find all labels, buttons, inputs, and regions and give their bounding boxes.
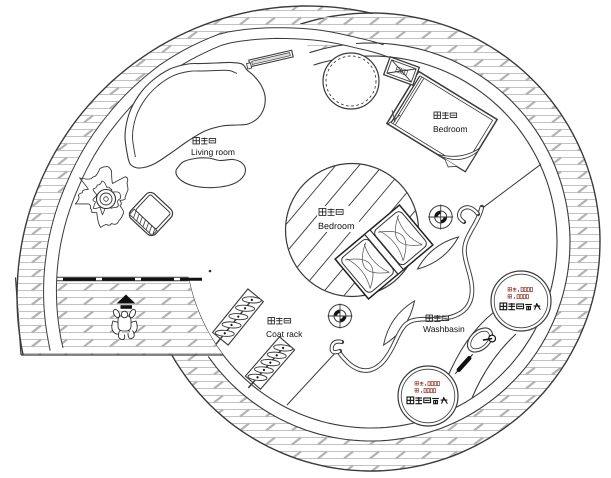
svg-text:Bedroom: Bedroom (433, 124, 468, 134)
svg-text:Living room: Living room (191, 147, 235, 157)
svg-text:Coat rack: Coat rack (266, 329, 303, 339)
svg-text:Washbasin: Washbasin (423, 324, 465, 334)
svg-text:Bedroom: Bedroom (318, 221, 355, 231)
